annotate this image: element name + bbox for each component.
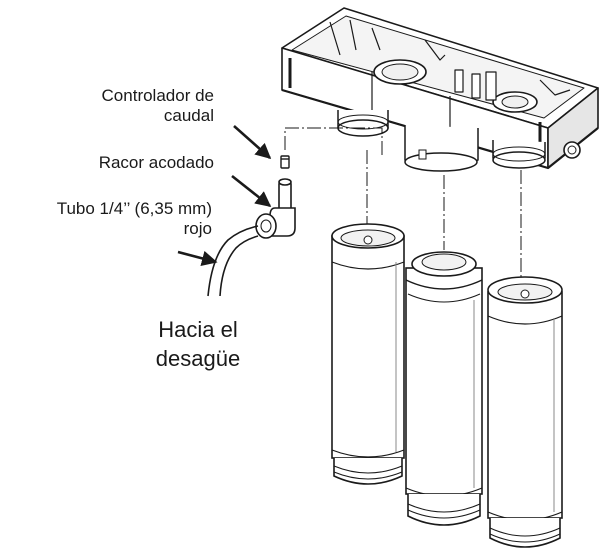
label-drain-line1: Hacia el: [158, 317, 238, 342]
filter-cartridge-middle: [405, 251, 483, 526]
filter-cartridge-right: [487, 276, 563, 548]
label-elbow-fitting: Racor acodado: [98, 153, 214, 172]
flow-controller-part: [280, 155, 290, 169]
label-drain: Hacia el desagüe: [128, 316, 268, 373]
label-flow-controller-line2: caudal: [163, 105, 214, 125]
label-drain-line2: desagüe: [155, 345, 241, 371]
arrow-elbow-fitting: [231, 174, 272, 208]
label-tube-line1: Tubo 1/4’’ (6,35 mm): [56, 199, 212, 218]
leader-arrows: [177, 125, 272, 266]
alignment-lines: [284, 127, 522, 282]
label-tube: Tubo 1/4’’ (6,35 mm) rojo: [4, 199, 212, 238]
label-flow-controller-line1: Controlador de: [101, 86, 214, 105]
arrow-tube: [177, 250, 218, 266]
label-tube-line2: rojo: [183, 218, 212, 238]
elbow-fitting-part: [255, 178, 296, 239]
filter-sockets: [337, 110, 546, 172]
label-flow-controller: Controlador de caudal: [38, 86, 214, 125]
filter-cartridge-left: [331, 223, 405, 485]
red-tube: [207, 225, 259, 297]
arrow-flow-controller: [233, 125, 272, 160]
